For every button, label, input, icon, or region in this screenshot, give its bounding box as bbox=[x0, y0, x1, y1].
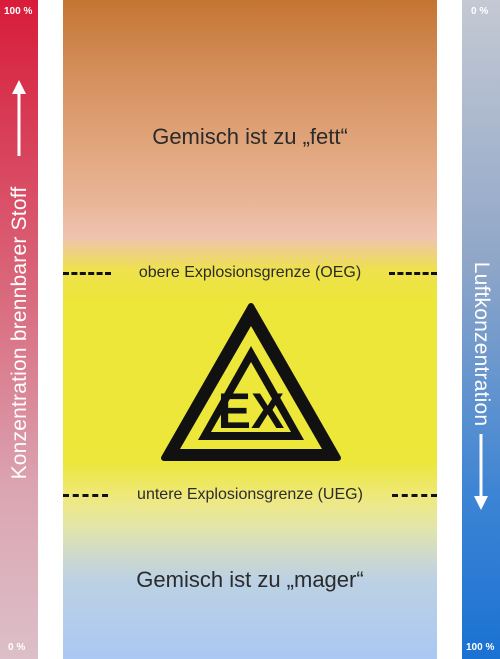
upper-limit-dash-right bbox=[389, 272, 437, 275]
lower-limit-dash-right bbox=[392, 494, 437, 497]
upper-limit-dash-left bbox=[63, 272, 111, 275]
lower-explosion-limit-label: untere Explosionsgrenze (UEG) bbox=[137, 486, 363, 503]
arrow-up-icon bbox=[12, 80, 26, 156]
left-bar-title: Konzentration brennbarer Stoff bbox=[8, 186, 31, 480]
air-concentration-bar: 0 % Luftkonzentration 100 % bbox=[462, 0, 500, 659]
explosion-range-diagram: Gemisch ist zu „fett“ obere Explosionsgr… bbox=[63, 0, 437, 659]
left-bar-top-label: 100 % bbox=[4, 6, 33, 17]
explosion-warning-triangle-icon: EX bbox=[161, 303, 341, 461]
upper-explosion-limit-label: obere Explosionsgrenze (OEG) bbox=[138, 264, 362, 281]
right-bar-title: Luftkonzentration bbox=[470, 261, 493, 427]
combustible-concentration-bar: 100 % Konzentration brennbarer Stoff 0 % bbox=[0, 0, 38, 659]
lower-limit-dash-left bbox=[63, 494, 108, 497]
left-bar-bottom-label: 0 % bbox=[8, 642, 26, 653]
right-bar-top-label: 0 % bbox=[471, 6, 489, 17]
right-bar-bottom-label: 100 % bbox=[466, 642, 495, 653]
lean-mixture-label: Gemisch ist zu „mager“ bbox=[136, 567, 364, 592]
ex-sign-text: EX bbox=[218, 383, 285, 439]
arrow-down-icon bbox=[474, 434, 488, 510]
rich-mixture-label: Gemisch ist zu „fett“ bbox=[152, 124, 348, 149]
